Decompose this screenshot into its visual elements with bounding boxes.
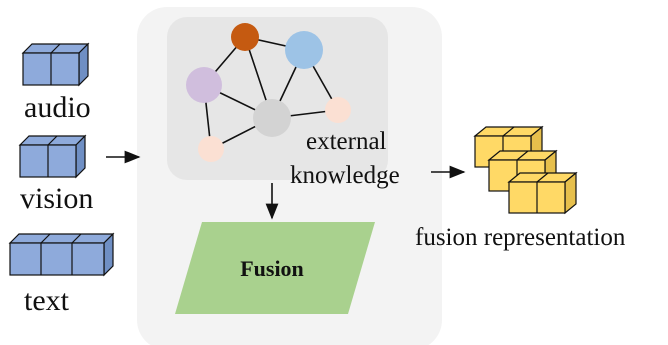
graph-node bbox=[325, 97, 351, 123]
knowledge-graph-box bbox=[167, 17, 388, 180]
graph-label-line2: knowledge bbox=[290, 162, 400, 189]
vision-cube bbox=[18, 134, 87, 179]
fusion-label: Fusion bbox=[240, 256, 304, 281]
graph-node bbox=[285, 31, 323, 69]
graph-node bbox=[198, 136, 224, 162]
input-label-vision: vision bbox=[20, 182, 93, 215]
output-cubes bbox=[473, 125, 578, 215]
graph-nodes bbox=[186, 23, 351, 162]
output-label: fusion representation bbox=[415, 224, 626, 251]
graph-node bbox=[253, 99, 291, 137]
input-label-text: text bbox=[24, 284, 70, 317]
fusion-block bbox=[175, 222, 375, 314]
graph-label-line1: external bbox=[306, 128, 387, 155]
graph-node bbox=[231, 23, 259, 51]
audio-cube bbox=[21, 42, 90, 87]
text-cube bbox=[8, 232, 115, 277]
graph-node bbox=[186, 67, 222, 103]
input-label-audio: audio bbox=[24, 91, 91, 124]
